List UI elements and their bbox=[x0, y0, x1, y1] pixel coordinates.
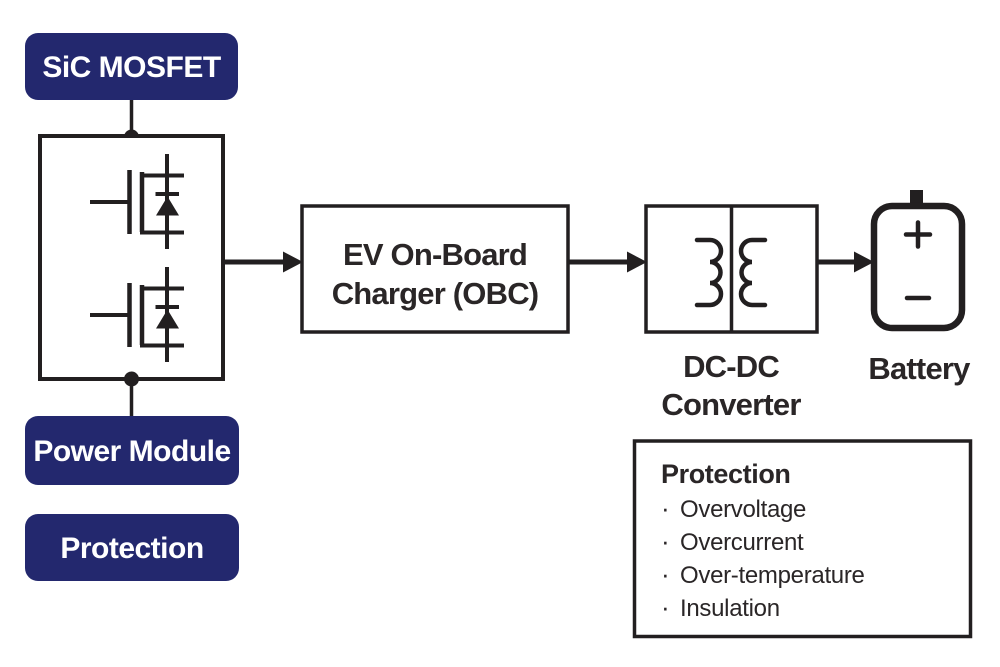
protection-item-over-temperature: Over-temperature bbox=[680, 562, 865, 589]
protection-badge-shape bbox=[25, 514, 239, 581]
dcdc-label-line1: DC-DC bbox=[683, 349, 779, 384]
obc-box bbox=[300, 204, 570, 334]
bullet-icon: · bbox=[661, 592, 670, 622]
sic-mosfet-badge-shape bbox=[25, 33, 238, 100]
protection-panel: Protection · Overvoltage · Overcurrent ·… bbox=[632, 439, 973, 639]
bullet-icon: · bbox=[661, 559, 670, 589]
obc-block: EV On-Board Charger (OBC) bbox=[300, 204, 570, 334]
arrow-module-to-obc bbox=[223, 251, 303, 273]
protection-item-overcurrent: Overcurrent bbox=[680, 529, 804, 556]
transformer-primary-coil bbox=[694, 237, 724, 308]
plus-icon bbox=[903, 220, 933, 249]
power-module-badge-shape bbox=[25, 416, 239, 485]
battery-label: Battery bbox=[868, 351, 971, 386]
bullet-icon: · bbox=[661, 493, 670, 523]
protection-panel-box bbox=[632, 439, 973, 639]
arrow-head-icon bbox=[627, 251, 647, 273]
power-module-badge-label: Power Module bbox=[33, 435, 230, 468]
dcdc-block: DC-DC Converter bbox=[644, 204, 819, 422]
transformer-secondary-coil bbox=[738, 237, 768, 308]
arrow-head-icon bbox=[283, 251, 303, 273]
protection-item-insulation: Insulation bbox=[680, 595, 780, 622]
sic-mosfet-badge-label: SiC MOSFET bbox=[42, 51, 221, 84]
transformer-icon bbox=[694, 237, 768, 308]
battery-icon bbox=[870, 202, 966, 332]
obc-label-line2: Charger (OBC) bbox=[332, 276, 539, 311]
power-module-badge: Power Module bbox=[25, 416, 239, 485]
protection-panel-title: Protection bbox=[661, 459, 791, 489]
arrow-dcdc-to-battery bbox=[817, 251, 874, 273]
protection-item-overvoltage: Overvoltage bbox=[680, 496, 806, 523]
sic-mosfet-badge: SiC MOSFET bbox=[25, 33, 238, 100]
bullet-icon: · bbox=[661, 526, 670, 556]
arrow-obc-to-dcdc bbox=[568, 251, 647, 273]
protection-list: · Overvoltage · Overcurrent · Over-tempe… bbox=[661, 493, 865, 622]
battery-block: Battery bbox=[868, 190, 972, 386]
protection-badge: Protection bbox=[25, 514, 239, 581]
dcdc-label-line2: Converter bbox=[661, 387, 801, 422]
arrow-head-icon bbox=[854, 251, 874, 273]
protection-badge-label: Protection bbox=[60, 532, 203, 565]
obc-label-line1: EV On-Board bbox=[343, 237, 527, 272]
